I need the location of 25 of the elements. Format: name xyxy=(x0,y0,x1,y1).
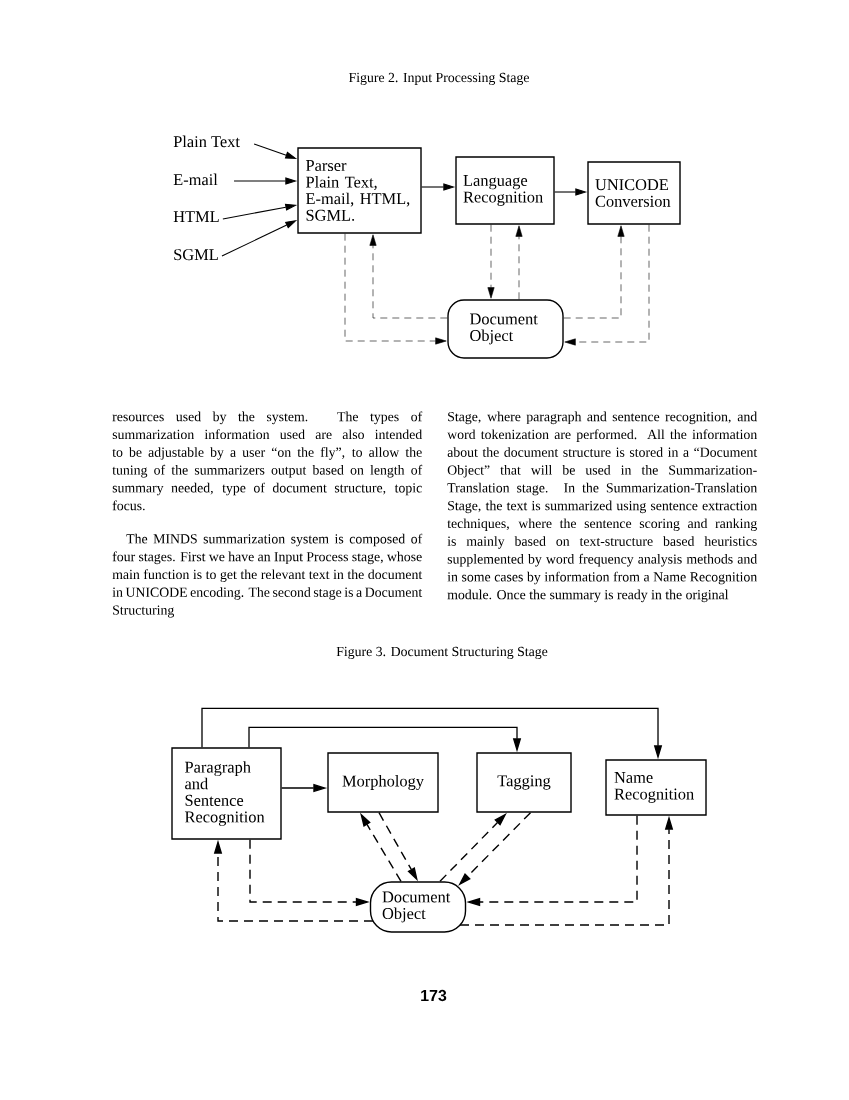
arrow xyxy=(515,225,523,300)
rounded-box: Document Object xyxy=(447,299,564,359)
body-paragraph: resources used by the system. The types of summarization information used are also intended to be adjustable by a user “on the fly”, to allow the tuning of the summarizers output based on length of summary needed, type of document structure, topic focus. xyxy=(112,411,423,511)
text-label: Plain Text xyxy=(173,135,240,148)
arrow xyxy=(344,233,447,345)
text-label: HTML xyxy=(173,211,219,222)
arrow xyxy=(563,225,625,319)
process-box: Language Recognition xyxy=(455,156,555,225)
process-box: Paragraph and Sentence Recognition xyxy=(171,747,282,840)
rounded-box: Document Object xyxy=(369,881,467,933)
process-box: UNICODE Conversion xyxy=(587,161,681,225)
process-box: Parser Plain Text, E-mail, HTML, SGML. xyxy=(297,147,422,234)
figure-caption: Figure 2. Input Processing Stage xyxy=(348,72,529,85)
process-box: Tagging xyxy=(476,752,572,813)
arrow xyxy=(564,224,650,346)
text-label: E-mail xyxy=(173,173,218,186)
body-paragraph: Stage, where paragraph and sentence recognition, and word tokenization are performed. All the information about the document structure is stored in a “Document Object” that will be used in the Summarization-Translation stage. In the Summarization-Translation Stage, the text is summarized using sentence extraction techniques, where the sentence scoring and ranking is mainly based on text-structure based heuristics supplemented by word frequency analysis methods and in some cases by information from a Name Recognition module. Once the summary is ready in the original xyxy=(447,411,758,603)
text-label: SGML xyxy=(174,249,218,261)
figure-caption: Figure 3. Document Structuring Stage xyxy=(336,646,548,659)
arrow xyxy=(487,224,495,299)
page-number: 173 xyxy=(421,989,447,1002)
body-paragraph: The MINDS summarization system is composed of four stages. First we have an Input Process stage, whose main function is to get the relevant text in the document in UNICODE encoding. The second stage is a Document Structuring xyxy=(112,533,423,618)
arrow xyxy=(369,234,448,319)
process-box: Morphology xyxy=(327,752,439,813)
process-box: Name Recognition xyxy=(605,759,707,816)
